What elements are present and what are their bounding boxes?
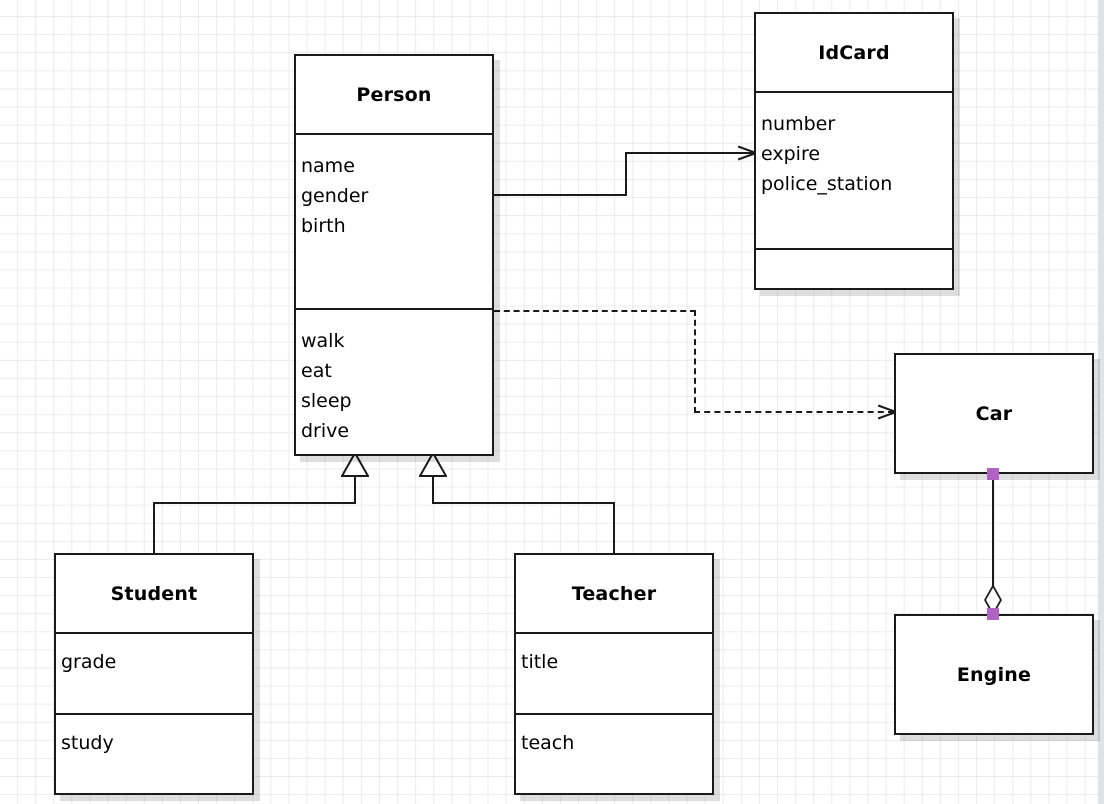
- edge-teacher-person-segment-3[interactable]: [432, 476, 434, 504]
- class-methods-idcard: [756, 248, 952, 288]
- class-box-idcard[interactable]: IdCard number expire police_station: [754, 12, 954, 290]
- canvas-right-gutter: [1098, 0, 1104, 804]
- class-methods-student: study: [56, 713, 252, 797]
- edge-car-engine-line[interactable]: [992, 470, 994, 590]
- class-methods-person: walk eat sleep drive: [296, 308, 492, 454]
- class-box-person[interactable]: Person name gender birth walk eat sleep …: [294, 54, 494, 456]
- class-name-idcard: IdCard: [818, 41, 890, 64]
- attribute-item: gender: [301, 185, 369, 207]
- edge-person-car-segment-2[interactable]: [694, 310, 696, 413]
- edge-student-person-segment-1[interactable]: [153, 502, 155, 555]
- attribute-item: grade: [61, 651, 117, 673]
- edge-person-car-segment-3[interactable]: [694, 411, 894, 413]
- edge-student-person-segment-2[interactable]: [153, 502, 356, 504]
- edge-teacher-person-segment-1[interactable]: [613, 502, 615, 555]
- class-methods-teacher: teach: [516, 713, 712, 797]
- class-name-person: Person: [356, 83, 432, 106]
- edge-person-idcard-segment-3[interactable]: [625, 152, 753, 154]
- class-attributes-teacher: title: [516, 632, 712, 713]
- attribute-item: number: [761, 113, 836, 135]
- arrowhead-inheritance-student: [341, 452, 369, 477]
- class-name-car: Car: [975, 402, 1013, 425]
- class-attributes-person: name gender birth: [296, 133, 492, 308]
- selection-handle-engine-end[interactable]: [987, 608, 999, 620]
- class-name-teacher: Teacher: [571, 582, 657, 605]
- arrowhead-inheritance-teacher: [419, 452, 447, 477]
- method-item: eat: [301, 360, 332, 382]
- edge-student-person-segment-3[interactable]: [354, 476, 356, 504]
- method-item: drive: [301, 420, 350, 442]
- attribute-item: title: [521, 651, 559, 673]
- edge-person-idcard-segment-1[interactable]: [494, 194, 627, 196]
- method-item: walk: [301, 330, 345, 352]
- class-box-engine[interactable]: Engine: [894, 614, 1094, 735]
- class-attributes-student: grade: [56, 632, 252, 713]
- method-item: sleep: [301, 390, 352, 412]
- method-item: teach: [521, 732, 575, 754]
- selection-handle-car-end[interactable]: [987, 468, 999, 480]
- class-name-engine: Engine: [956, 663, 1032, 686]
- attribute-item: expire: [761, 143, 821, 165]
- class-box-student[interactable]: Student grade study: [54, 553, 254, 795]
- class-attributes-idcard: number expire police_station: [756, 91, 952, 248]
- method-item: study: [61, 732, 114, 754]
- attribute-item: name: [301, 155, 355, 177]
- class-box-car[interactable]: Car: [894, 353, 1094, 474]
- edge-person-idcard-segment-2[interactable]: [625, 152, 627, 196]
- attribute-item: police_station: [761, 173, 893, 195]
- attribute-item: birth: [301, 215, 346, 237]
- edge-teacher-person-segment-2[interactable]: [432, 502, 615, 504]
- edge-person-car-segment-1[interactable]: [494, 310, 696, 312]
- class-name-student: Student: [110, 582, 198, 605]
- class-box-teacher[interactable]: Teacher title teach: [514, 553, 714, 795]
